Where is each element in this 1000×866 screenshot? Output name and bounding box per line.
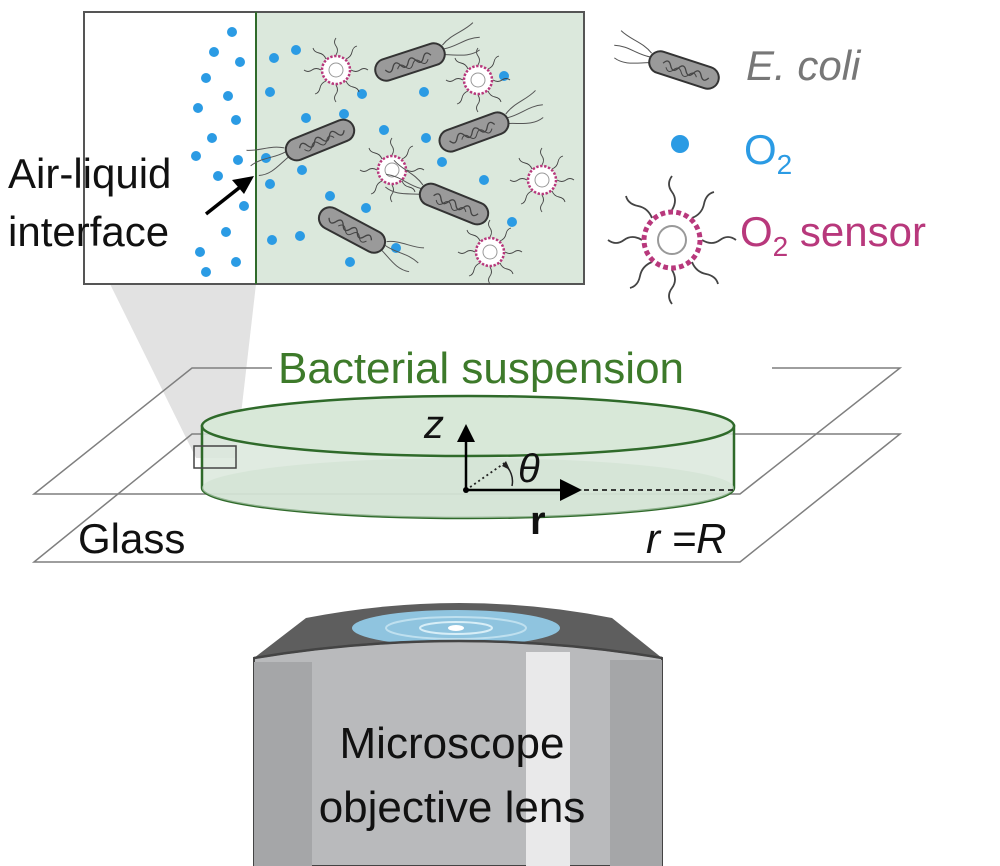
oxygen-molecule [223,91,233,101]
legend: E. coli O2 O2 sensor [608,29,926,304]
oxygen-molecule [345,257,355,267]
interface-label-line1: Air-liquid [8,150,171,197]
oxygen-molecule [193,103,203,113]
glass-label: Glass [78,515,185,562]
o2-legend-icon [671,135,689,153]
oxygen-molecule [295,231,305,241]
inset-marker [193,445,237,469]
oxygen-molecule [267,235,277,245]
interface-inset: Air-liquid interface [8,11,585,286]
r-arrowhead [560,479,582,501]
oxygen-molecules [191,27,517,277]
boundary-label: r =R [646,515,727,562]
oxygen-molecule [265,179,275,189]
oxygen-molecule [339,109,349,119]
oxygen-molecule [233,155,243,165]
air-region [83,11,257,285]
oxygen-molecule [269,53,279,63]
oxygen-molecule [231,115,241,125]
r-axis-label: r [530,499,546,543]
oxygen-molecule [207,133,217,143]
dish-top [200,394,736,458]
sensor-legend-icon [608,176,736,304]
oxygen-molecule [379,125,389,135]
oxygen-molecule [191,151,201,161]
oxygen-molecule [297,165,307,175]
oxygen-molecule [213,171,223,181]
objective-label-line1: Microscope [340,719,565,768]
oxygen-molecule [201,73,211,83]
coordinate-system: z θ r r =R [423,403,734,562]
oxygen-molecule [195,247,205,257]
interface-label-line2: interface [8,208,169,255]
oxygen-molecule [227,27,237,37]
oxygen-molecule [291,45,301,55]
objective-lens: Microscope objective lens [253,603,663,866]
sensor-legend-label: O2 sensor [740,208,926,262]
oxygen-molecule [265,87,275,97]
oxygen-molecule [239,201,249,211]
suspension-label: Bacterial suspension [278,344,684,393]
z-arrowhead [457,424,475,442]
ecoli-legend-icon [609,29,725,93]
oxygen-molecule [231,257,241,267]
ecoli-legend-label: E. coli [746,42,862,89]
z-axis-label: z [423,403,444,447]
oxygen-molecule [235,57,245,67]
theta-dotted-line [465,461,507,491]
oxygen-molecule [221,227,231,237]
oxygen-molecule [201,267,211,277]
oxygen-molecule [357,89,367,99]
objective-label-line2: objective lens [319,783,586,832]
oxygen-molecule [361,203,371,213]
oxygen-molecule [419,87,429,97]
oxygen-molecule [499,71,509,81]
theta-label: θ [518,447,540,491]
suspension-dish [193,394,736,520]
lens-highlight [526,652,570,866]
oxygen-molecule [479,175,489,185]
interface-arrow [204,176,254,216]
o2-legend-label: O2 [744,126,792,180]
oxygen-molecule [301,113,311,123]
oxygen-molecule [209,47,219,57]
o2-subscript: 2 [777,149,793,180]
oxygen-molecule [507,217,517,227]
oxygen-molecule [421,133,431,143]
oxygen-molecule [261,153,271,163]
oxygen-molecule [325,191,335,201]
oxygen-molecule [437,157,447,167]
